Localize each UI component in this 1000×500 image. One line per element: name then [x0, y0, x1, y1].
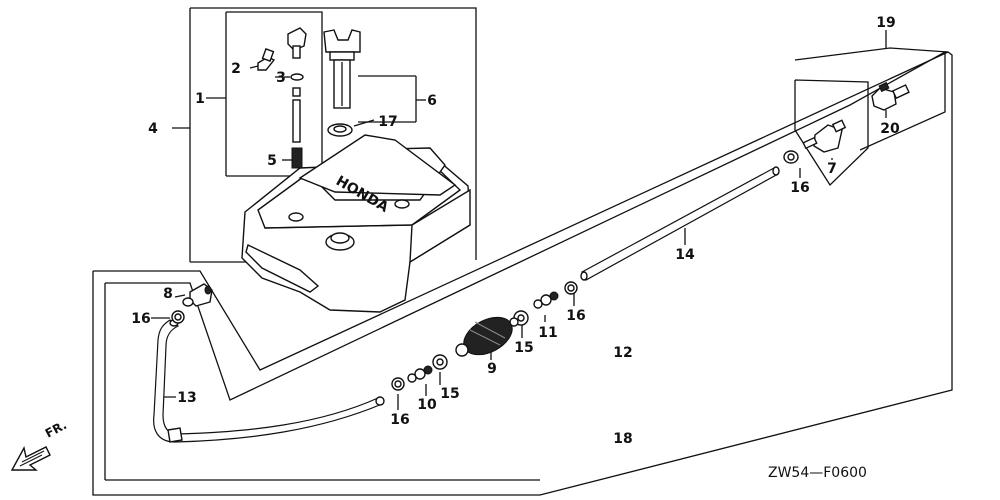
callout-16-top: 16 — [790, 180, 809, 196]
hose-part-13 — [153, 319, 385, 443]
group-18-outline — [92, 51, 953, 496]
callout-2: 2 — [231, 61, 241, 77]
callout-11: 11 — [538, 325, 557, 341]
tube-part-14 — [580, 166, 780, 281]
callout-9: 9 — [487, 361, 497, 377]
callout-8: 8 — [163, 286, 173, 302]
callout-16-left: 16 — [131, 311, 150, 327]
fuel-tank: HONDA — [241, 134, 471, 313]
callout-16-mid: 16 — [566, 308, 585, 324]
callout-20: 20 — [880, 121, 900, 137]
connector-part-11 — [533, 291, 559, 309]
vent-spring-part-5 — [291, 147, 303, 169]
callout-6: 6 — [427, 93, 437, 109]
group-19-outline — [794, 47, 949, 187]
clip-part-16-left — [171, 310, 185, 324]
connector-part-7 — [802, 119, 847, 153]
front-direction-arrow: FR. — [10, 418, 69, 471]
callout-4: 4 — [148, 121, 158, 137]
callout-18: 18 — [613, 431, 632, 447]
callout-15-lower: 15 — [440, 386, 459, 402]
callout-10: 10 — [417, 397, 437, 413]
connector-part-20 — [871, 81, 910, 111]
callout-19: 19 — [876, 15, 895, 31]
connector-part-10 — [407, 365, 433, 383]
callout-1: 1 — [195, 91, 205, 107]
callout-15-upper: 15 — [514, 340, 533, 356]
leader-lines — [151, 30, 887, 410]
callout-labels: 2 3 1 4 5 6 17 19 20 7 16 14 16 11 15 12… — [131, 15, 900, 447]
vent-cap-part-2 — [257, 48, 276, 71]
connector-part-8 — [182, 283, 213, 307]
vent-shaft-part-1 — [292, 87, 301, 143]
callout-12: 12 — [613, 345, 632, 361]
callout-3: 3 — [276, 70, 286, 86]
callout-7: 7 — [827, 161, 837, 177]
clip-part-16-top — [783, 150, 799, 164]
clip-part-16-mid — [564, 281, 578, 295]
packing-part-17 — [327, 123, 353, 137]
group-4-outline — [189, 7, 477, 263]
clip-part-16-low — [391, 377, 405, 391]
callout-14: 14 — [675, 247, 695, 263]
group-12-outline — [104, 50, 946, 481]
figure-code: ZW54—F0600 — [768, 465, 867, 481]
fuel-gauge-part-6 — [323, 29, 361, 109]
callout-13: 13 — [177, 390, 196, 406]
direction-label: FR. — [43, 418, 69, 441]
callout-16-low: 16 — [390, 412, 409, 428]
callout-5: 5 — [267, 153, 277, 169]
clip-part-15-lower — [432, 354, 448, 370]
group-1-outline — [225, 11, 323, 177]
vent-knob-part-1 — [287, 27, 307, 59]
callout-17: 17 — [378, 114, 397, 130]
washer-part-3 — [290, 73, 304, 81]
primer-bulb-part-9 — [455, 316, 519, 357]
